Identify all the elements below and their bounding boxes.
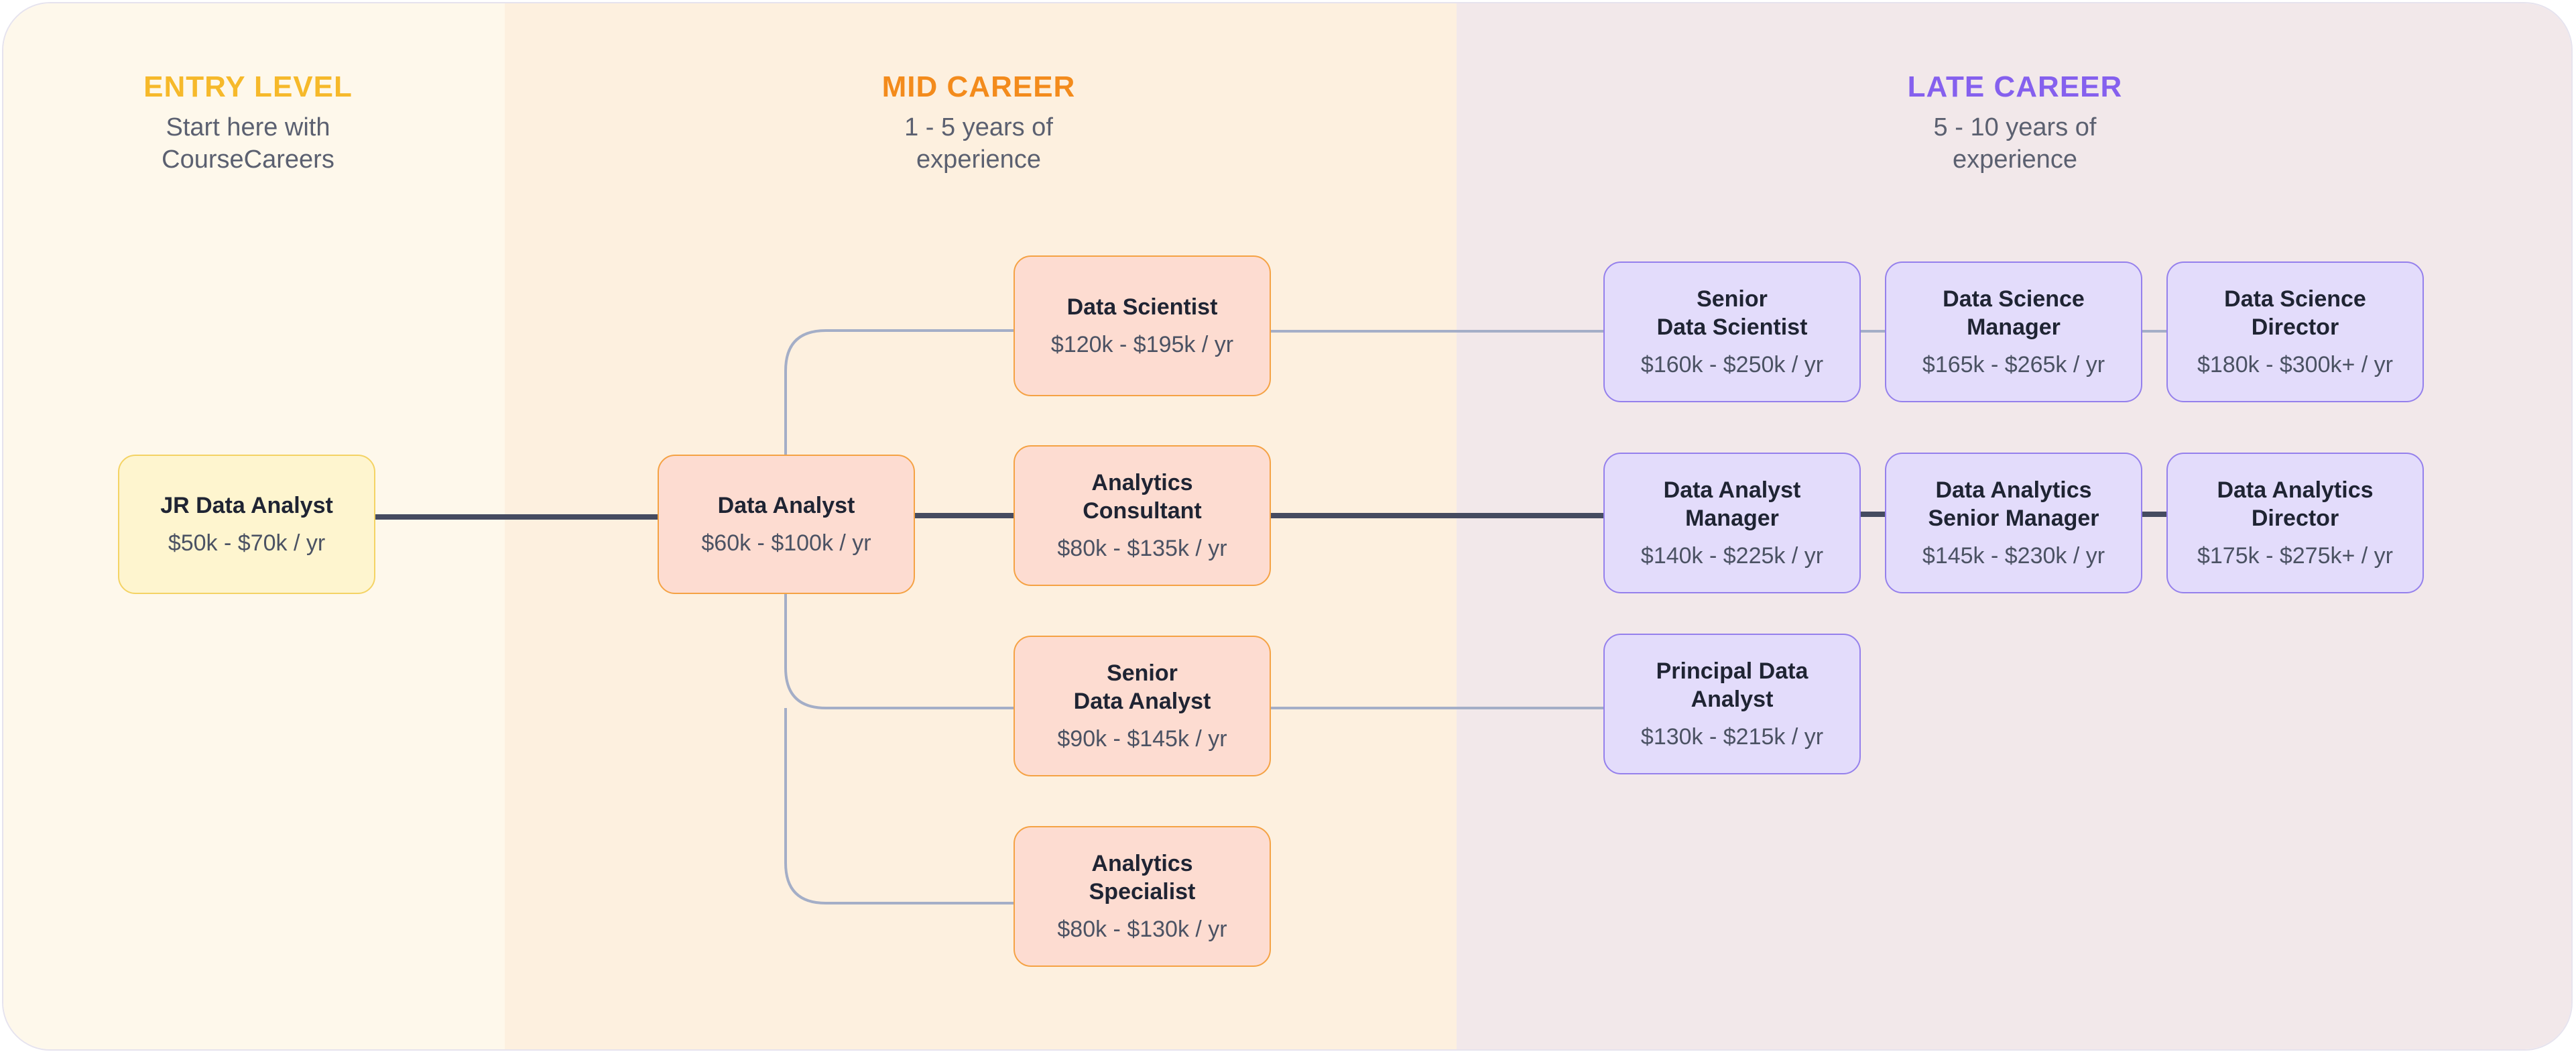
node-salary: $120k - $195k / yr <box>1050 332 1234 357</box>
node-analytics-consultant[interactable]: Analytics Consultant $80k - $135k / yr <box>1014 445 1271 586</box>
node-salary: $80k - $135k / yr <box>1057 536 1227 561</box>
node-data-science-manager[interactable]: Data Science Manager $165k - $265k / yr <box>1885 261 2142 402</box>
node-role: Data Analyst Manager <box>1663 477 1801 531</box>
node-senior-data-scientist[interactable]: Senior Data Scientist $160k - $250k / yr <box>1603 261 1861 402</box>
column-title: MID CAREER <box>881 70 1076 103</box>
node-salary: $140k - $225k / yr <box>1640 543 1824 569</box>
node-salary: $80k - $130k / yr <box>1057 917 1227 942</box>
node-salary: $180k - $300k+ / yr <box>2197 352 2393 377</box>
node-analytics-specialist[interactable]: Analytics Specialist $80k - $130k / yr <box>1014 826 1271 967</box>
column-subtitle: Start here with CourseCareers <box>162 113 334 174</box>
node-salary: $165k - $265k / yr <box>1922 352 2105 377</box>
node-data-analytics-director[interactable]: Data Analytics Director $175k - $275k+ /… <box>2166 453 2424 593</box>
node-salary: $90k - $145k / yr <box>1057 726 1227 752</box>
mid-career-header: MID CAREER 1 - 5 years of experience <box>711 67 1247 176</box>
node-role: Data Analyst <box>717 493 855 518</box>
node-role: Analytics Consultant <box>1083 470 1202 524</box>
node-role: Data Analytics Director <box>2217 477 2374 531</box>
late-career-header: LATE CAREER 5 - 10 years of experience <box>1747 67 2283 176</box>
node-role: JR Data Analyst <box>160 493 333 518</box>
node-data-analytics-senior-manager[interactable]: Data Analytics Senior Manager $145k - $2… <box>1885 453 2142 593</box>
node-data-scientist[interactable]: Data Scientist $120k - $195k / yr <box>1014 255 1271 396</box>
node-role: Data Scientist <box>1066 294 1218 320</box>
node-role: Data Analytics Senior Manager <box>1928 477 2099 531</box>
column-title: ENTRY LEVEL <box>143 70 353 103</box>
node-salary: $50k - $70k / yr <box>168 530 326 556</box>
branch-line <box>784 329 1014 455</box>
node-role: Senior Data Scientist <box>1656 286 1808 340</box>
node-salary: $145k - $230k / yr <box>1922 543 2105 569</box>
node-role: Senior Data Analyst <box>1073 660 1211 714</box>
column-title: LATE CAREER <box>1907 70 2123 103</box>
branch-line <box>784 708 1014 904</box>
node-role: Analytics Specialist <box>1089 851 1196 904</box>
node-role: Principal Data Analyst <box>1656 658 1808 712</box>
node-data-analyst-manager[interactable]: Data Analyst Manager $140k - $225k / yr <box>1603 453 1861 593</box>
node-salary: $60k - $100k / yr <box>701 530 871 556</box>
node-jr-data-analyst[interactable]: JR Data Analyst $50k - $70k / yr <box>118 455 375 594</box>
column-subtitle: 5 - 10 years of experience <box>1933 113 2097 174</box>
column-subtitle: 1 - 5 years of experience <box>904 113 1053 174</box>
node-salary: $175k - $275k+ / yr <box>2197 543 2393 569</box>
node-role: Data Science Director <box>2224 286 2366 340</box>
branch-line <box>784 594 1014 709</box>
node-principal-data-analyst[interactable]: Principal Data Analyst $130k - $215k / y… <box>1603 634 1861 774</box>
node-data-science-director[interactable]: Data Science Director $180k - $300k+ / y… <box>2166 261 2424 402</box>
entry-level-header: ENTRY LEVEL Start here with CourseCareer… <box>0 67 496 176</box>
node-salary: $160k - $250k / yr <box>1640 352 1824 377</box>
node-role: Data Science Manager <box>1943 286 2085 340</box>
node-senior-data-analyst[interactable]: Senior Data Analyst $90k - $145k / yr <box>1014 636 1271 776</box>
node-salary: $130k - $215k / yr <box>1640 724 1824 750</box>
node-data-analyst[interactable]: Data Analyst $60k - $100k / yr <box>658 455 915 594</box>
